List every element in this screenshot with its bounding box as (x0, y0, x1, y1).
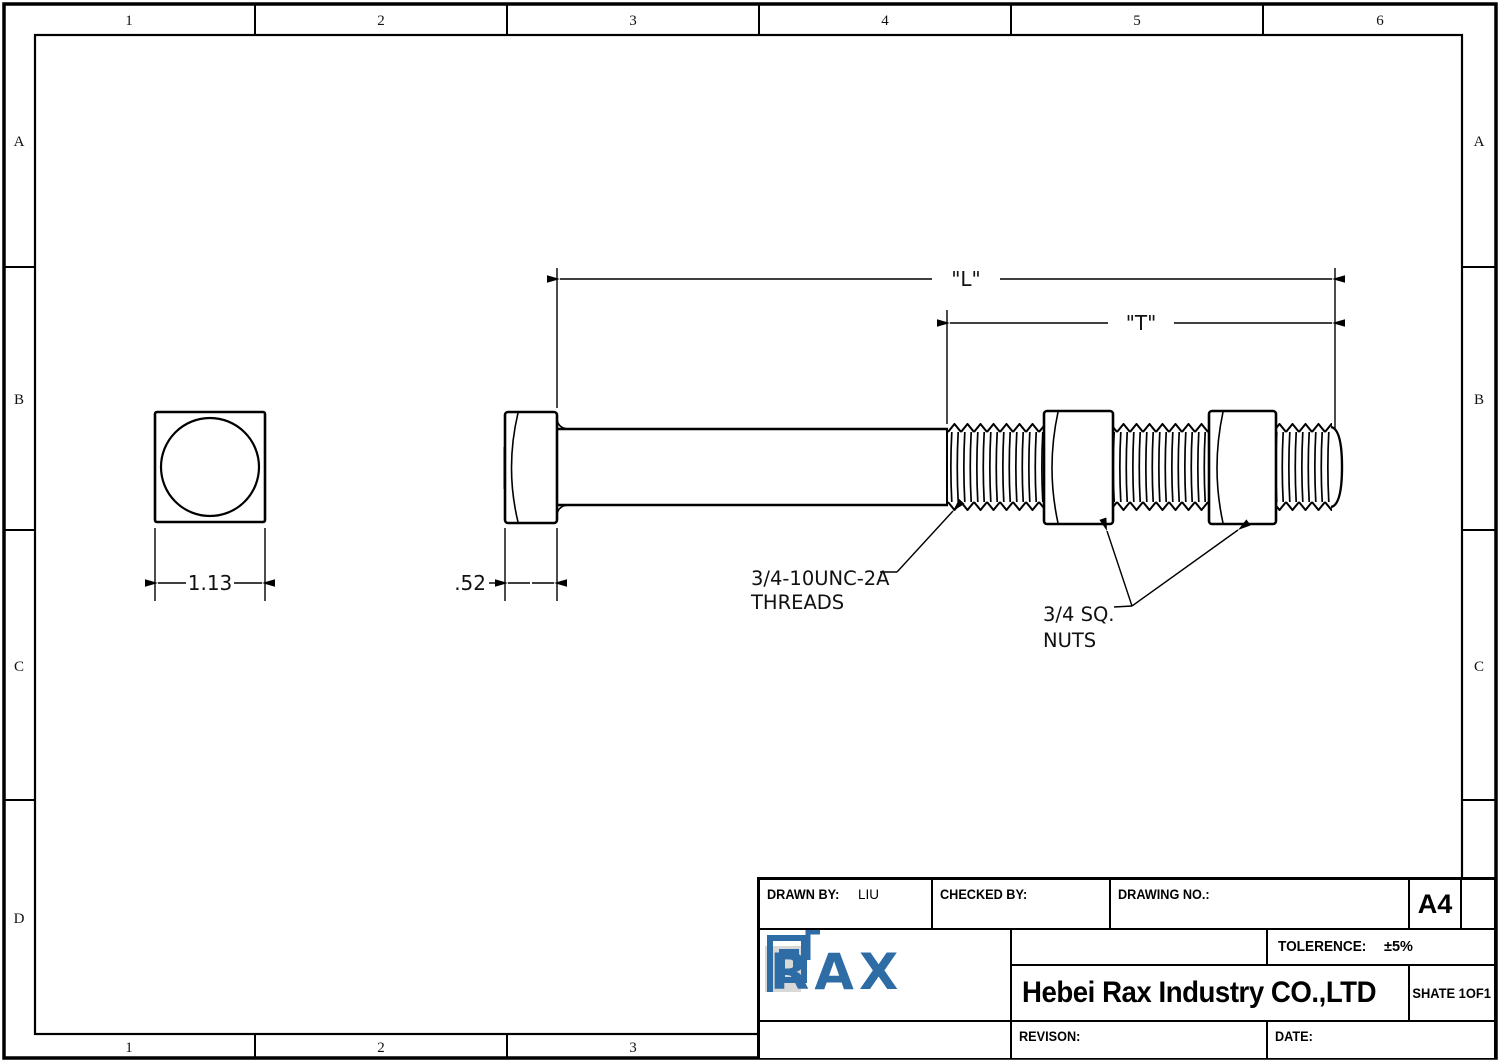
revision-cell: REVISON: (1012, 1022, 1268, 1058)
zone-right-b: B (1474, 392, 1484, 408)
dim-L (547, 268, 1345, 430)
note-nuts-line1: 3/4 SQ. (1043, 603, 1115, 626)
title-block: DRAWN BY: LIU CHECKED BY: DRAWING NO.: A4… (757, 877, 1496, 1058)
drawn-by-cell: DRAWN BY: LIU (760, 880, 933, 930)
zone-bottom-3: 3 (629, 1040, 637, 1056)
zone-labels: 1 2 3 4 5 6 1 2 3 A B C D A B C (14, 13, 1485, 1056)
dim-1-13 (145, 528, 275, 601)
leader-nuts (1099, 517, 1251, 608)
zone-top-5: 5 (1133, 13, 1141, 29)
note-threads-line1: 3/4-10UNC-2A (751, 567, 890, 590)
drawing-no-label: DRAWING NO.: (1118, 887, 1210, 902)
bolt-shank (556, 418, 948, 516)
zone-top-3: 3 (629, 13, 637, 29)
paper-size: A4 (1417, 888, 1453, 919)
tolerance-cell: TOLERENCE: ±5% (1268, 930, 1496, 966)
zone-left-b: B (14, 392, 24, 408)
dim-text-1-13: 1.13 (188, 571, 233, 595)
drawn-by-label: DRAWN BY: (767, 887, 840, 902)
zone-bottom-2: 2 (377, 1040, 385, 1056)
rax-logo-icon (765, 930, 820, 992)
note-nuts-line2: NUTS (1043, 629, 1096, 652)
bolt-tip-dome (1330, 425, 1344, 509)
tolerance-value: ±5% (1384, 939, 1413, 955)
square-nut-2 (1207, 409, 1278, 526)
empty-cell-mid (1012, 930, 1268, 966)
revision-label: REVISON: (1019, 1029, 1081, 1044)
sheet-cell: SHATE 1OF1 (1410, 966, 1496, 1022)
zone-left-d: D (14, 911, 25, 927)
bolt-side-view (503, 409, 1344, 526)
paper-size-cell: A4 (1410, 880, 1462, 930)
tolerance-label: TOLERENCE: (1278, 939, 1367, 955)
zone-top-1: 1 (125, 13, 133, 29)
drawing-no-cell: DRAWING NO.: (1111, 880, 1410, 930)
zone-left-c: C (14, 659, 24, 675)
square-nut-1 (1042, 409, 1115, 526)
dimensions (145, 268, 1345, 608)
logo-cell: RAX (760, 930, 1012, 1022)
zone-right-a: A (1474, 134, 1485, 150)
zone-top-4: 4 (881, 13, 889, 29)
date-label: DATE: (1275, 1029, 1313, 1044)
empty-cell-bottom-left (760, 1022, 1012, 1058)
checked-by-cell: CHECKED BY: (933, 880, 1111, 930)
square-head-end-view (153, 410, 267, 524)
drawn-by-value: LIU (858, 887, 880, 902)
sheet-number: SHATE 1OF1 (1412, 985, 1492, 1001)
zone-right-c: C (1474, 659, 1484, 675)
dim-52 (489, 528, 567, 601)
dim-text-T: "T" (1126, 311, 1157, 335)
bolt-head (503, 410, 559, 525)
dim-text-L: "L" (951, 267, 981, 291)
dim-T (937, 310, 1345, 424)
corner-cell (1462, 880, 1496, 930)
leader-threads (880, 498, 965, 573)
note-threads-line2: THREADS (750, 591, 844, 614)
zone-bottom-1: 1 (125, 1040, 133, 1056)
zone-top-2: 2 (377, 13, 385, 29)
date-cell: DATE: (1268, 1022, 1496, 1058)
rax-logo-text: RAX (770, 943, 904, 1001)
dim-text-52: .52 (454, 571, 486, 595)
zone-top-6: 6 (1376, 13, 1384, 29)
checked-by-label: CHECKED BY: (940, 887, 1028, 902)
company-cell: Hebei Rax Industry CO.,LTD (1012, 966, 1410, 1022)
zone-left-a: A (14, 134, 25, 150)
company-name: Hebei Rax Industry CO.,LTD (1022, 976, 1377, 1009)
threaded-section (948, 423, 1344, 511)
